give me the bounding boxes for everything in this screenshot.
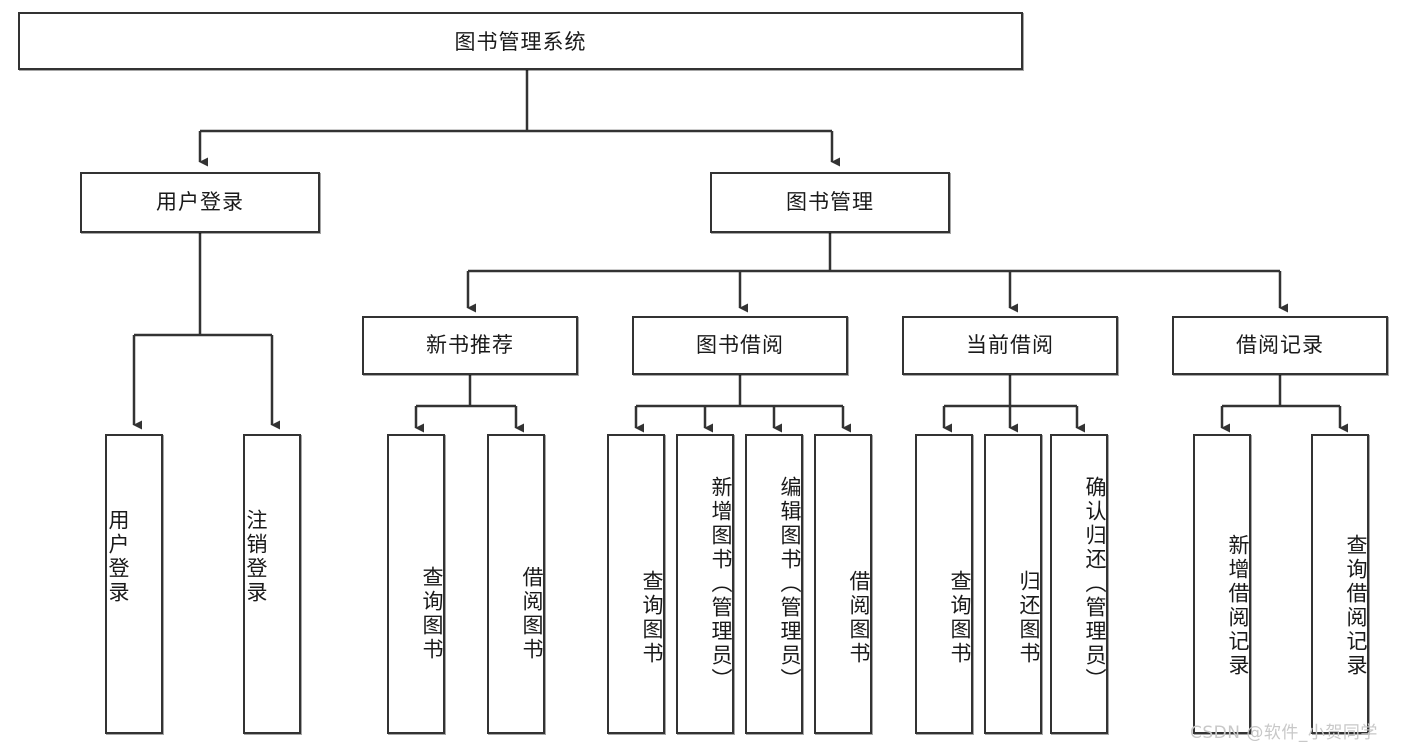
node-label: 当前借阅 <box>966 332 1054 357</box>
leaf-current-borrow-query-book[interactable]: 查询图书 <box>915 434 973 734</box>
leaf-new-book-borrow-book[interactable]: 借阅图书 <box>487 434 545 734</box>
leaf-new-book-query-book[interactable]: 查询图书 <box>387 434 445 734</box>
node-label: 借阅图书 <box>847 570 871 666</box>
node-label: 图书管理系统 <box>454 30 587 54</box>
leaf-book-borrow-borrow-book[interactable]: 借阅图书 <box>814 434 872 734</box>
node-label: 新增借阅记录 <box>1226 534 1250 678</box>
node-new-book-recommend[interactable]: 新书推荐 <box>362 316 578 375</box>
leaf-borrow-record-query-record[interactable]: 查询借阅记录 <box>1311 434 1369 734</box>
node-label: 注销登录 <box>244 509 269 605</box>
node-label: 用户登录 <box>156 189 244 214</box>
leaf-book-borrow-query-book[interactable]: 查询图书 <box>607 434 665 734</box>
node-label: 借阅记录 <box>1236 332 1324 357</box>
node-label: 编辑图书（管理员） <box>778 476 802 692</box>
leaf-user-login-login[interactable]: 用户登录 <box>105 434 163 734</box>
node-root-book-management-system[interactable]: 图书管理系统 <box>18 12 1023 70</box>
leaf-current-borrow-return-book[interactable]: 归还图书 <box>984 434 1042 734</box>
leaf-book-borrow-edit-book-admin[interactable]: 编辑图书（管理员） <box>745 434 803 734</box>
leaf-user-login-logout[interactable]: 注销登录 <box>243 434 301 734</box>
node-label: 用户登录 <box>106 509 131 605</box>
node-label: 确认归还（管理员） <box>1083 476 1107 692</box>
node-label: 借阅图书 <box>520 566 544 662</box>
node-label: 新书推荐 <box>426 332 514 357</box>
node-label: 归还图书 <box>1017 570 1041 666</box>
node-label: 查询借阅记录 <box>1344 534 1368 678</box>
leaf-current-borrow-confirm-return-admin[interactable]: 确认归还（管理员） <box>1050 434 1108 734</box>
node-label: 查询图书 <box>640 570 664 666</box>
node-label: 图书管理 <box>786 189 874 214</box>
watermark-text: CSDN @软件_小贺同学 <box>1190 723 1378 743</box>
leaf-borrow-record-add-record[interactable]: 新增借阅记录 <box>1193 434 1251 734</box>
csdn-watermark: CSDN @软件_小贺同学 <box>1190 718 1378 743</box>
leaf-book-borrow-add-book-admin[interactable]: 新增图书（管理员） <box>676 434 734 734</box>
node-book-management[interactable]: 图书管理 <box>710 172 950 233</box>
node-label: 查询图书 <box>420 566 444 662</box>
node-label: 图书借阅 <box>696 332 784 357</box>
node-book-borrow[interactable]: 图书借阅 <box>632 316 848 375</box>
node-borrow-record[interactable]: 借阅记录 <box>1172 316 1388 375</box>
node-label: 查询图书 <box>948 570 972 666</box>
node-current-borrow[interactable]: 当前借阅 <box>902 316 1118 375</box>
node-user-login[interactable]: 用户登录 <box>80 172 320 233</box>
node-label: 新增图书（管理员） <box>709 476 733 692</box>
